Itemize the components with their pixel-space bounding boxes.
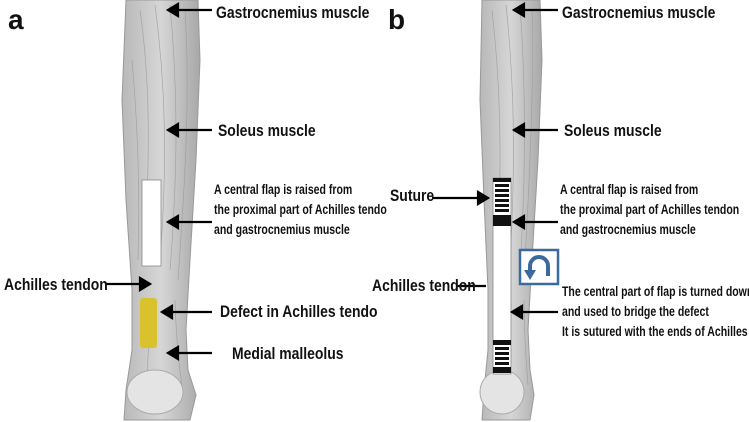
suture-top	[493, 178, 511, 226]
flap-note-line: the proximal part of Achilles tendo	[214, 202, 387, 217]
label-soleus-b: Soleus muscle	[564, 121, 662, 140]
turn-note-line: It is sutured with the ends of Achilles …	[562, 324, 749, 339]
label-achilles-a: Achilles tendon	[4, 275, 108, 294]
label-soleus-a: Soleus muscle	[218, 121, 316, 140]
flap-note-line: A central flap is raised from	[560, 182, 699, 197]
label-malleolus: Medial malleolus	[232, 344, 344, 363]
panel-b: b Gastrocnemius muscle Soleus muscle Sut…	[372, 0, 749, 422]
flap-note-line: A central flap is raised from	[214, 182, 353, 197]
flap-area-a	[141, 179, 162, 267]
flap-note-line: and gastrocnemius muscle	[560, 222, 696, 237]
leg-illustration-a	[121, 0, 201, 421]
label-gastrocnemius-a: Gastrocnemius muscle	[216, 3, 370, 22]
label-gastrocnemius-b: Gastrocnemius muscle	[562, 3, 716, 22]
label-suture: Suture	[390, 186, 435, 205]
turn-note-line: The central part of flap is turned down	[562, 284, 749, 299]
label-achilles-b: Achilles tendon	[372, 276, 476, 295]
flap-note-a: A central flap is raised from the proxim…	[214, 180, 387, 240]
panel-a: a Gastrocnemius muscle Soleus muscle A c…	[0, 0, 387, 422]
flap-note-line: and gastrocnemius muscle	[214, 222, 350, 237]
panel-letter-b: b	[388, 4, 406, 35]
turn-down-icon	[518, 248, 560, 286]
defect-area	[140, 298, 157, 348]
flap-note-b: A central flap is raised from the proxim…	[560, 180, 739, 240]
suture-bottom	[493, 340, 511, 373]
turn-note-line: and used to bridge the defect	[562, 304, 709, 319]
turn-note: The central part of flap is turned down …	[562, 282, 749, 342]
label-defect: Defect in Achilles tendo	[220, 302, 378, 321]
panel-letter-a: a	[8, 4, 24, 35]
leg-illustration-b	[479, 0, 560, 421]
flap-note-line: the proximal part of Achilles tendon	[560, 202, 740, 217]
